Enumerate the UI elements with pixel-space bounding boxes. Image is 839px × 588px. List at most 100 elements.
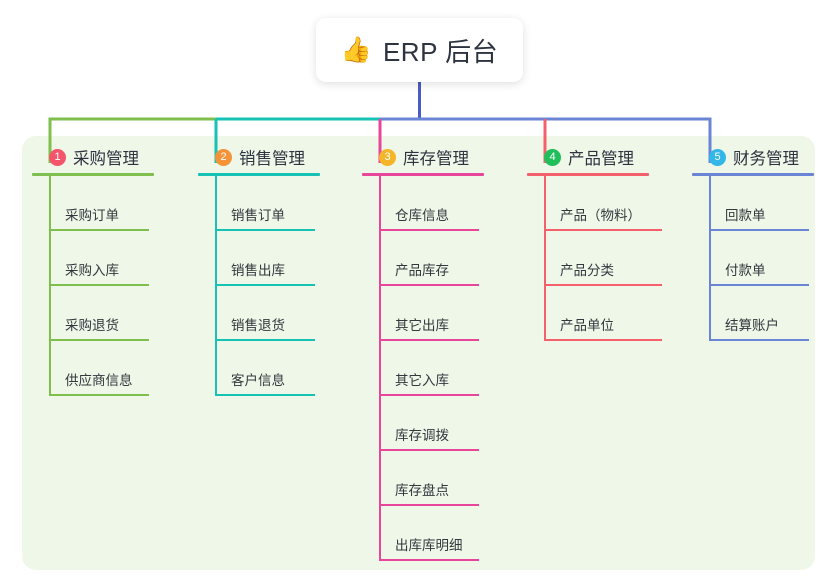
branch-item-rule: [709, 339, 809, 341]
branch-item-rule: [49, 339, 149, 341]
branch-column-4: 4 产品管理产品（物料） 产品分类产品单位: [527, 144, 679, 341]
branch-item[interactable]: 回款单: [709, 176, 839, 231]
branch-item-rule: [379, 449, 479, 451]
branch-item-list: 回款单付款单结算账户: [692, 176, 839, 341]
branch-title: 销售管理: [239, 150, 305, 168]
branch-item-list: 销售订单销售出库销售退货客户信息: [198, 176, 350, 396]
branch-item[interactable]: 产品（物料）: [544, 176, 679, 231]
branch-badge-2: 2: [215, 148, 232, 166]
branch-item[interactable]: 其它出库: [379, 286, 514, 341]
diagram-background-panel: [22, 136, 815, 570]
branch-item-label: 仓库信息: [395, 208, 449, 223]
branch-header-3[interactable]: 3 库存管理: [362, 144, 514, 170]
branch-item-rule: [49, 284, 149, 286]
branch-item-label: 销售退货: [231, 318, 285, 333]
page-title: ERP 后台: [382, 36, 499, 67]
branch-item-rule: [544, 339, 662, 341]
branch-item[interactable]: 出库库明细: [379, 506, 514, 561]
branch-header-1[interactable]: 1 采购管理: [32, 144, 184, 170]
branch-item[interactable]: 销售出库: [215, 231, 350, 286]
branch-spine: [709, 176, 711, 341]
branch-item-list: 采购订单采购入库采购退货供应商信息: [32, 176, 184, 396]
branch-header-4[interactable]: 4 产品管理: [527, 144, 679, 170]
branch-item[interactable]: 产品单位: [544, 286, 679, 341]
branch-item[interactable]: 产品分类: [544, 231, 679, 286]
branch-item[interactable]: 销售订单: [215, 176, 350, 231]
branch-header-2[interactable]: 2 销售管理: [198, 144, 350, 170]
branch-badge-3: 3: [379, 148, 396, 166]
branch-badge-4: 4: [544, 148, 561, 166]
branch-badge-1: 1: [49, 148, 66, 166]
branch-item-list: 产品（物料） 产品分类产品单位: [527, 176, 679, 341]
branch-column-2: 2 销售管理销售订单销售出库销售退货客户信息: [198, 144, 350, 396]
branch-item-label: 采购入库: [65, 263, 119, 278]
branch-underline: [527, 173, 649, 176]
branch-item[interactable]: 产品库存: [379, 231, 514, 286]
branch-item[interactable]: 采购入库: [49, 231, 184, 286]
branch-item[interactable]: 采购退货: [49, 286, 184, 341]
branch-spine: [379, 176, 381, 561]
branch-item-label: 回款单: [725, 208, 766, 223]
branch-item-rule: [379, 504, 479, 506]
branch-item-rule: [544, 284, 662, 286]
branch-item-rule: [544, 229, 662, 231]
branch-item-label: 销售订单: [231, 208, 285, 223]
branch-item[interactable]: 供应商信息: [49, 341, 184, 396]
branch-column-5: 5 财务管理回款单付款单结算账户: [692, 144, 839, 341]
branch-item-rule: [379, 284, 479, 286]
branch-item-label: 客户信息: [231, 373, 285, 388]
branch-item-rule: [379, 339, 479, 341]
branch-item-rule: [379, 394, 479, 396]
branch-header-5[interactable]: 5 财务管理: [692, 144, 839, 170]
branch-item-label: 产品分类: [560, 263, 614, 278]
branch-item[interactable]: 库存盘点: [379, 451, 514, 506]
branch-title: 采购管理: [73, 150, 139, 168]
branch-item-rule: [379, 559, 479, 561]
branch-item-label: 付款单: [725, 263, 766, 278]
branch-item-label: 出库库明细: [395, 538, 463, 553]
branch-item-rule: [215, 339, 315, 341]
branch-item-label: 其它入库: [395, 373, 449, 388]
branch-spine: [544, 176, 546, 341]
branch-item-rule: [215, 284, 315, 286]
branch-item-rule: [215, 229, 315, 231]
branch-item[interactable]: 其它入库: [379, 341, 514, 396]
branch-title: 产品管理: [568, 150, 634, 168]
branch-badge-5: 5: [709, 148, 726, 166]
branch-item-rule: [709, 284, 809, 286]
branch-column-1: 1 采购管理采购订单采购入库采购退货供应商信息: [32, 144, 184, 396]
branch-item-label: 产品单位: [560, 318, 614, 333]
branch-item-list: 仓库信息产品库存其它出库其它入库库存调拨库存盘点出库库明细: [362, 176, 514, 561]
branch-item-rule: [215, 394, 315, 396]
branch-item-label: 结算账户: [725, 318, 779, 333]
branch-item-label: 产品库存: [395, 263, 449, 278]
root-node[interactable]: 👍 ERP 后台: [316, 18, 523, 82]
branch-item-rule: [379, 229, 479, 231]
branch-item-label: 采购退货: [65, 318, 119, 333]
branch-item-rule: [709, 229, 809, 231]
branch-item[interactable]: 客户信息: [215, 341, 350, 396]
branch-item[interactable]: 付款单: [709, 231, 839, 286]
branch-underline: [362, 173, 484, 176]
thumbs-up-icon: 👍: [340, 35, 372, 64]
branch-title: 财务管理: [733, 150, 799, 168]
branch-item-label: 其它出库: [395, 318, 449, 333]
branch-item[interactable]: 结算账户: [709, 286, 839, 341]
branch-item-rule: [49, 394, 149, 396]
branch-underline: [692, 173, 814, 176]
branch-item-label: 库存盘点: [395, 483, 449, 498]
branch-item-label: 采购订单: [65, 208, 119, 223]
branch-item-rule: [49, 229, 149, 231]
branch-item[interactable]: 采购订单: [49, 176, 184, 231]
branch-spine: [215, 176, 217, 396]
branch-item[interactable]: 库存调拨: [379, 396, 514, 451]
branch-item[interactable]: 销售退货: [215, 286, 350, 341]
branch-spine: [49, 176, 51, 396]
branch-underline: [32, 173, 154, 176]
branch-underline: [198, 173, 320, 176]
branch-item-label: 供应商信息: [65, 373, 133, 388]
branch-item-label: 销售出库: [231, 263, 285, 278]
branch-title: 库存管理: [403, 150, 469, 168]
branch-item[interactable]: 仓库信息: [379, 176, 514, 231]
branch-item-label: 库存调拨: [395, 428, 449, 443]
